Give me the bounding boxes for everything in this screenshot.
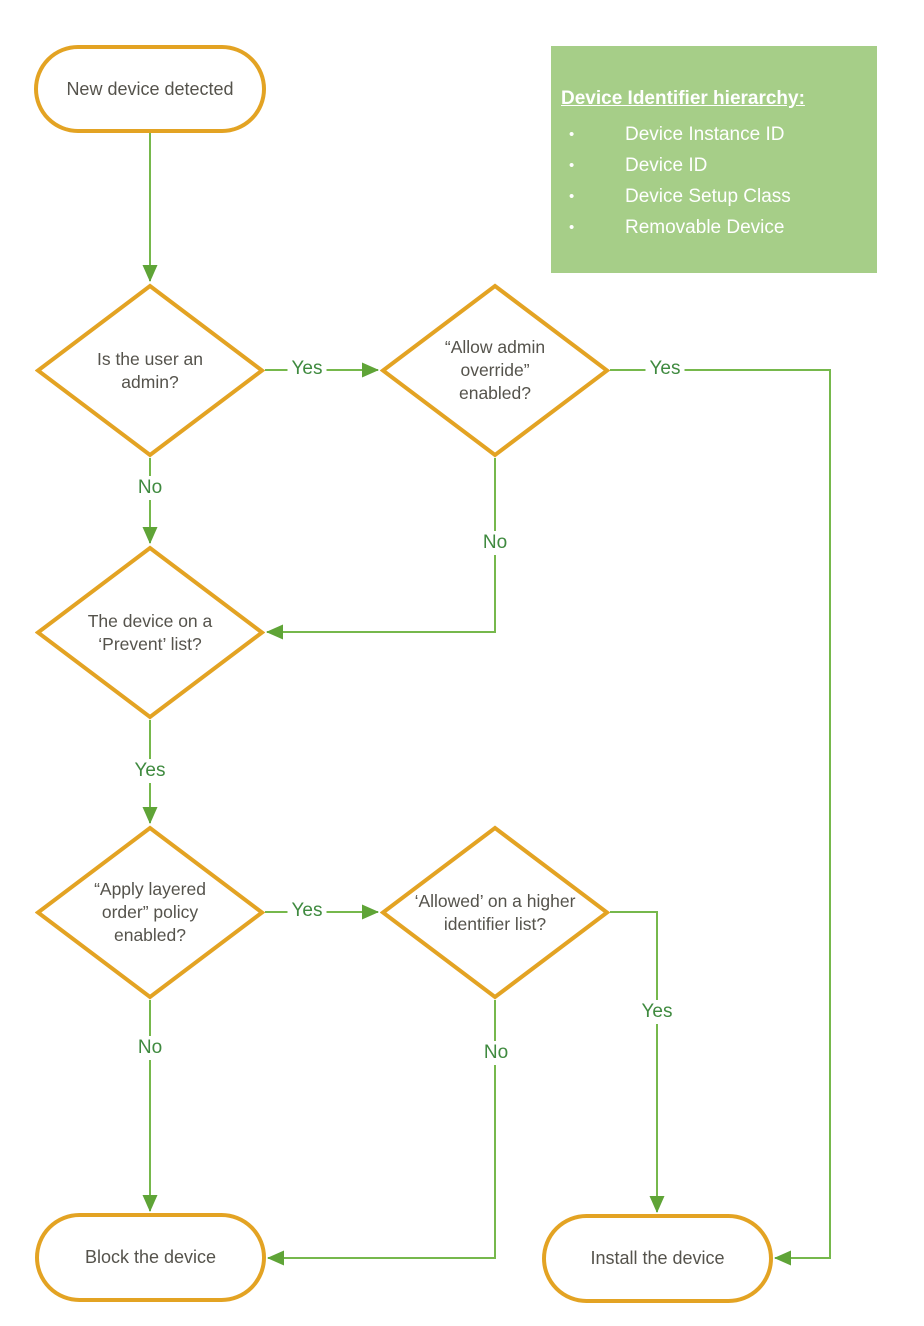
diamond-shape	[380, 825, 610, 1000]
terminal-node-label: Install the device	[590, 1248, 725, 1268]
edge-label-d4-yes: Yes	[287, 899, 327, 923]
edge-d5-install	[610, 911, 665, 1213]
decision-label: The device on a ‘Prevent’ list?	[87, 610, 213, 654]
edge-d2-d3	[266, 458, 496, 640]
edge-d2-install	[610, 369, 831, 1266]
diamond-shape	[35, 825, 265, 1000]
edge-label-d3-yes: Yes	[130, 759, 170, 783]
decision-label: Is the user an admin?	[96, 348, 204, 392]
edge-label-d2-yes: Yes	[645, 357, 685, 381]
diamond-shape	[35, 545, 265, 720]
edge-label-d5-yes: Yes	[637, 1000, 677, 1024]
decision-label: “Apply layered order” policy enabled?	[94, 879, 206, 945]
decision-allowed-higher-identifier: ‘Allowed’ on a higher identifier list?	[380, 825, 610, 1000]
decision-apply-layered-order: “Apply layered order” policy enabled?	[35, 825, 265, 1000]
bullet-icon: •	[569, 126, 575, 143]
list-item-label: Removable Device	[625, 217, 785, 238]
diamond-shape	[380, 283, 610, 458]
list-item-label: Device Instance ID	[625, 124, 785, 145]
decision-allow-admin-override: “Allow admin override” enabled?	[380, 283, 610, 458]
info-box-title: Device Identifier hierarchy:	[561, 88, 805, 109]
diamond-shape	[35, 283, 265, 458]
list-item-label: Device Setup Class	[625, 186, 791, 207]
bullet-icon: •	[569, 219, 575, 236]
terminal-node-block-device: Block the device	[35, 1213, 266, 1302]
edge-label-d1-no: No	[133, 476, 167, 500]
list-item: • Device ID	[561, 150, 863, 181]
start-node-label: New device detected	[66, 78, 234, 99]
decision-label: ‘Allowed’ on a higher identifier list?	[414, 890, 576, 934]
list-item: • Device Instance ID	[561, 119, 863, 150]
decision-is-user-admin: Is the user an admin?	[35, 283, 265, 458]
bullet-icon: •	[569, 157, 575, 174]
edge-label-d4-no: No	[133, 1036, 167, 1060]
edge-label-d1-yes: Yes	[287, 357, 327, 381]
terminal-node-label: Block the device	[84, 1247, 217, 1267]
edge-label-d2-no: No	[478, 531, 512, 555]
bullet-icon: •	[569, 188, 575, 205]
terminal-node-install-device: Install the device	[542, 1214, 773, 1303]
edge-d5-block	[267, 1000, 496, 1266]
decision-label: “Allow admin override” enabled?	[444, 337, 546, 403]
start-node-new-device-detected: New device detected	[34, 45, 266, 133]
list-item: • Device Setup Class	[561, 181, 863, 212]
list-item: • Removable Device	[561, 212, 863, 243]
edge-label-d5-no: No	[479, 1041, 513, 1065]
decision-device-on-prevent-list: The device on a ‘Prevent’ list?	[35, 545, 265, 720]
device-identifier-hierarchy-box: Device Identifier hierarchy: • Device In…	[551, 46, 877, 273]
list-item-label: Device ID	[625, 155, 708, 176]
